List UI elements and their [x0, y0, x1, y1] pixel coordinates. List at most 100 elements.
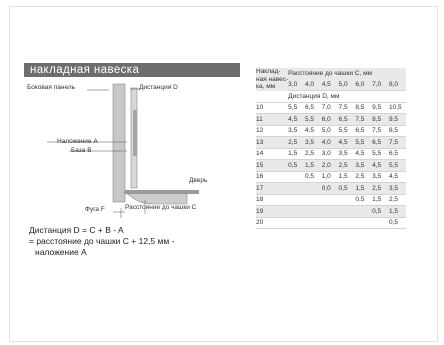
table-c-values-row: 3,0 4,0 4,5 5,0 6,0 7,0 8,0 [256, 78, 406, 91]
row-value: 6,0 [321, 113, 339, 126]
row-value: 8,5 [388, 125, 406, 137]
row-value: 7,5 [338, 102, 356, 114]
label-gap-f: Фуга F [85, 206, 105, 213]
row-value: 2,5 [338, 159, 356, 172]
header-cup-distance: Расстояние до чашки C, мм [288, 69, 373, 77]
row-value [288, 182, 305, 195]
row-value: 3,5 [338, 148, 356, 160]
row-value: 0,5 [338, 182, 356, 195]
row-value: 0,5 [304, 171, 322, 183]
row-value: 9,5 [388, 113, 406, 126]
row-value: 4,5 [388, 171, 406, 183]
row-value [355, 205, 373, 218]
row-value: 0,5 [288, 159, 305, 172]
row-value: 6,5 [372, 136, 389, 149]
row-value: 1,5 [338, 171, 356, 183]
section-title: накладная навеска [24, 63, 240, 77]
row-value: 8,5 [355, 102, 373, 114]
row-value: 1,5 [388, 205, 406, 218]
row-value: 7,0 [321, 102, 339, 114]
c-value: 8,0 [388, 78, 406, 91]
row-value: 7,5 [355, 113, 373, 126]
row-value: 2,5 [288, 136, 305, 149]
row-value: 4,5 [338, 136, 356, 149]
row-value [288, 171, 305, 183]
row-value [304, 182, 322, 195]
row-value: 1,5 [304, 159, 322, 172]
row-value: 9,5 [372, 102, 389, 114]
row-value: 5,0 [321, 125, 339, 137]
header-overlay: Наклад- ная навес- ка, мм [256, 68, 289, 90]
row-value: 3,5 [355, 159, 373, 172]
row-overlay: 20 [256, 217, 289, 229]
formula-line-1: Дистанция D = C + B - A [29, 225, 124, 235]
row-value: 0,5 [388, 217, 406, 229]
row-value: 4,0 [321, 136, 339, 149]
row-overlay: 11 [256, 113, 289, 126]
row-value: 5,5 [372, 148, 389, 160]
row-value: 3,0 [321, 148, 339, 160]
row-value [321, 194, 339, 206]
row-value [372, 217, 389, 229]
row-value: 4,5 [304, 125, 322, 137]
c-value: 4,0 [304, 78, 322, 91]
row-overlay: 16 [256, 171, 289, 183]
label-base-b: База B [71, 147, 92, 154]
row-value: 6,5 [388, 148, 406, 160]
row-value: 4,5 [372, 159, 389, 172]
door-shape [122, 191, 188, 205]
row-value [321, 217, 339, 229]
label-overlay-a: Наложение A [57, 138, 98, 145]
formula-line-2: = расстояние до чашки C + 12,5 мм - [29, 236, 175, 246]
row-value [338, 205, 356, 218]
row-value [321, 205, 339, 218]
c-value: 5,0 [338, 78, 356, 91]
row-value: 3,5 [388, 182, 406, 195]
label-side-panel: Боковая панель [27, 84, 76, 91]
row-overlay: 10 [256, 102, 289, 114]
table-header-row: Наклад- ная навес- ка, мм Расстояние до … [256, 68, 406, 90]
side-panel-shape [112, 83, 126, 203]
row-value: 1,5 [288, 148, 305, 160]
row-value [304, 217, 322, 229]
header-distance-d: Дистанция D, мм [288, 90, 406, 103]
hinge-diagram: Боковая панель Дистанция D Наложение A Б… [27, 80, 243, 225]
row-value: 3,5 [288, 125, 305, 137]
row-value: 7,5 [388, 136, 406, 149]
row-value: 5,5 [304, 113, 322, 126]
row-value: 1,0 [321, 171, 339, 183]
row-value [288, 205, 305, 218]
row-value: 2,0 [321, 159, 339, 172]
row-value [304, 205, 322, 218]
row-value: 0,5 [372, 205, 389, 218]
c-value: 3,0 [288, 78, 305, 91]
row-overlay: 17 [256, 182, 289, 195]
door-edge-shape [125, 190, 199, 194]
row-value: 5,5 [288, 102, 305, 114]
row-value: 0,0 [321, 182, 339, 195]
row-value: 1,5 [355, 182, 373, 195]
row-value: 1,5 [372, 194, 389, 206]
label-cup-distance-c: Расстояние до чашки C [125, 204, 197, 211]
row-value: 8,5 [372, 113, 389, 126]
row-value: 5,5 [355, 136, 373, 149]
row-value: 2,5 [372, 182, 389, 195]
row-value: 6,5 [338, 113, 356, 126]
row-value: 3,5 [304, 136, 322, 149]
row-value [338, 217, 356, 229]
row-overlay: 13 [256, 136, 289, 149]
row-value [338, 194, 356, 206]
row-value: 5,5 [338, 125, 356, 137]
row-value: 4,5 [288, 113, 305, 126]
